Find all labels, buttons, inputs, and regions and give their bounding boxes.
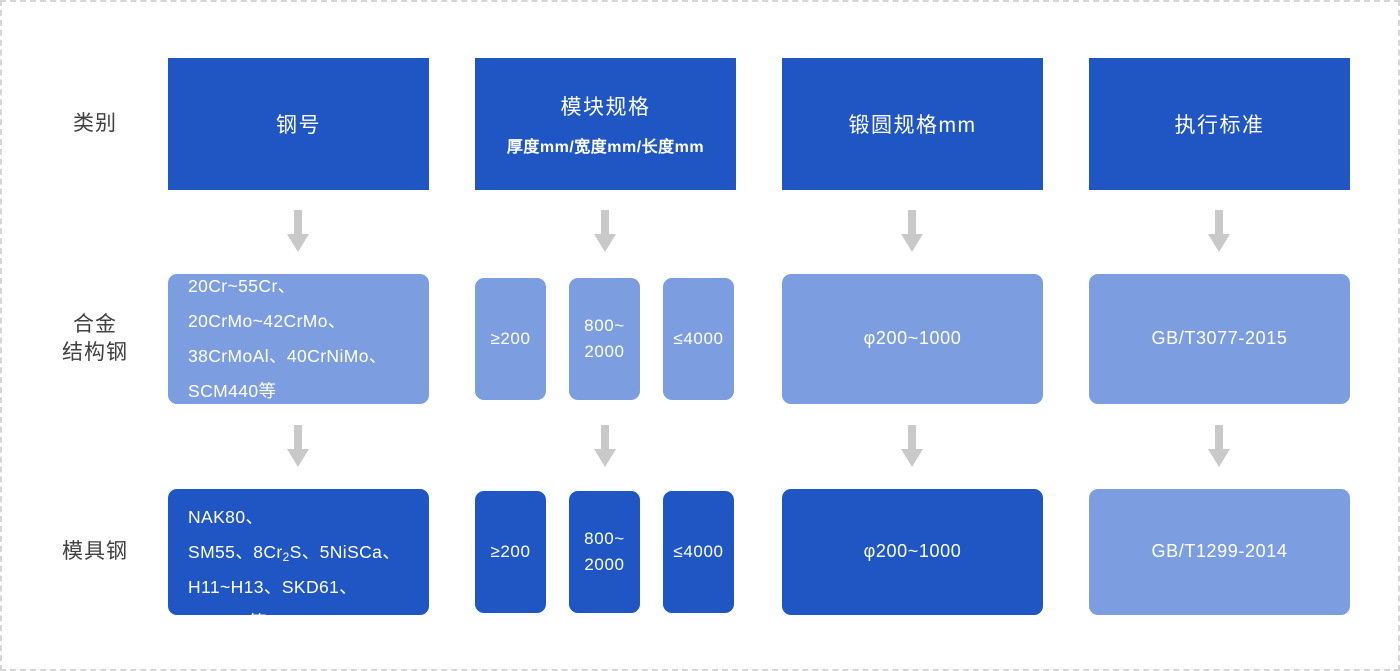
cell-mold-forged-round: φ200~1000: [782, 489, 1043, 615]
column-header-standard-title: 执行标准: [1174, 114, 1265, 137]
arrow-down-icon: [1208, 210, 1230, 252]
column-header-module-spec: 模块规格 厚度mm/宽度mm/长度mm: [475, 58, 736, 190]
cell-mold-grade-line3: H11~H13、SKD61、1.2344 等: [188, 576, 358, 632]
cell-mold-standard: GB/T1299-2014: [1089, 489, 1350, 615]
cell-alloy-thickness: ≥200: [475, 278, 546, 400]
cell-alloy-grade: 20Cr~55Cr、20CrMo~42CrMo、38CrMoAl、40CrNiM…: [168, 274, 429, 404]
column-header-grade-title: 钢号: [276, 114, 321, 137]
arrow-down-icon: [287, 210, 309, 252]
arrow-down-icon: [594, 425, 616, 467]
cell-alloy-length: ≤4000: [663, 278, 734, 400]
arrow-down-icon: [287, 425, 309, 467]
cell-mold-width: 800~ 2000: [569, 491, 640, 613]
arrow-down-icon: [901, 425, 923, 467]
cell-mold-grade-lines: P20、718、738、NAK80、 SM55、8Cr2S、5NiSCa、 H1…: [188, 465, 409, 640]
column-header-grade: 钢号: [168, 58, 429, 190]
cell-alloy-width: 800~ 2000: [569, 278, 640, 400]
cell-mold-length: ≤4000: [663, 491, 734, 613]
cell-mold-grade-line2-a: SM55、8Cr: [188, 541, 283, 562]
cell-alloy-forged-round: φ200~1000: [782, 274, 1043, 404]
column-header-module-spec-subtitle: 厚度mm/宽度mm/长度mm: [506, 139, 705, 156]
arrow-down-icon: [1208, 425, 1230, 467]
cell-alloy-standard: GB/T3077-2015: [1089, 274, 1350, 404]
cell-mold-grade: P20、718、738、NAK80、 SM55、8Cr2S、5NiSCa、 H1…: [168, 472, 429, 632]
row-label-mold-steel: 模具钢: [62, 539, 128, 563]
cell-mold-grade-line2-b: S、5NiSCa、: [289, 541, 401, 562]
column-header-forged-round: 锻圆规格mm: [782, 58, 1043, 190]
cell-mold-grade-line2-subscript: 2: [282, 549, 290, 564]
row-label-alloy-structural-steel: 合金 结构钢: [62, 312, 128, 364]
column-header-forged-round-title: 锻圆规格mm: [848, 114, 977, 137]
column-header-standard: 执行标准: [1089, 58, 1350, 190]
arrow-down-icon: [594, 210, 616, 252]
cell-mold-thickness: ≥200: [475, 491, 546, 613]
header-row-label: 类别: [73, 111, 117, 135]
cell-mold-grade-line1: P20、718、738、NAK80、: [188, 471, 335, 527]
arrow-down-icon: [901, 210, 923, 252]
column-header-module-spec-title: 模块规格: [560, 96, 651, 119]
